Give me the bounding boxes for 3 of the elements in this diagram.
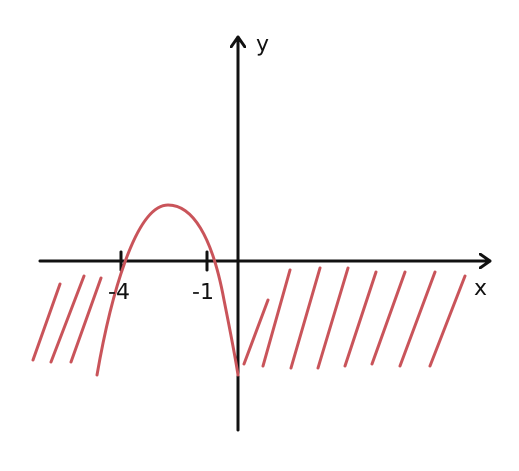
- tick-label: -1: [192, 282, 214, 304]
- axis-label: x: [474, 278, 488, 300]
- axis-label: y: [256, 34, 270, 56]
